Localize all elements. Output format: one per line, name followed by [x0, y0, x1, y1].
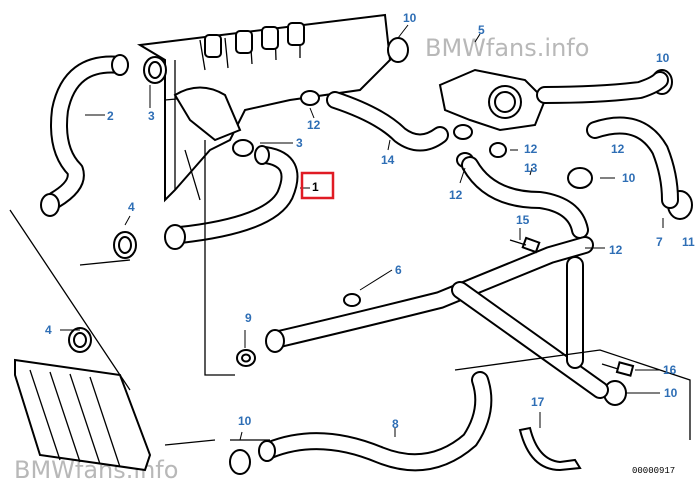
clamp-10-bottom — [229, 449, 251, 475]
radiator — [14, 358, 152, 472]
bolt-15 — [509, 236, 541, 254]
hose-7 — [586, 116, 679, 209]
hose-1 — [164, 145, 299, 250]
callout-8[interactable]: 8 — [392, 417, 399, 431]
callout-10-far-right[interactable]: 10 — [656, 51, 670, 65]
washer-9 — [236, 349, 256, 367]
callout-17[interactable]: 17 — [531, 395, 545, 409]
throttle-body-5 — [438, 68, 547, 132]
hose-13 — [461, 156, 589, 239]
pipe-6 — [265, 236, 609, 399]
group-boundaries — [9, 140, 691, 446]
highlight-box — [300, 171, 335, 200]
callout-7[interactable]: 7 — [656, 235, 663, 249]
callout-1[interactable]: 1 — [312, 180, 319, 194]
clamp-10-top — [387, 37, 409, 63]
clamp-10-right-upper — [567, 167, 593, 189]
bolt-16 — [601, 361, 635, 377]
bracket-17 — [518, 426, 582, 472]
callout-12-b[interactable]: 12 — [524, 142, 538, 156]
callout-10-right-upper[interactable]: 10 — [622, 171, 636, 185]
callout-15[interactable]: 15 — [516, 213, 530, 227]
hose-8 — [258, 371, 493, 472]
leader-lines — [60, 24, 664, 441]
callout-3-lower[interactable]: 3 — [296, 136, 303, 150]
hose-2 — [40, 54, 129, 217]
callout-10-top[interactable]: 10 — [403, 11, 417, 25]
clamp-3-upper — [143, 56, 167, 84]
clamp-12-set — [300, 90, 585, 256]
callout-10-bottom[interactable]: 10 — [238, 414, 252, 428]
callout-5[interactable]: 5 — [478, 23, 485, 37]
clamp-4-lower — [68, 327, 92, 353]
callout-13[interactable]: 13 — [524, 161, 538, 175]
callout-4-upper[interactable]: 4 — [128, 200, 135, 214]
callout-10-right-lower[interactable]: 10 — [664, 386, 678, 400]
callout-labels: 1 2 3 3 4 4 5 6 7 8 9 10 10 10 10 10 11 … — [45, 11, 695, 431]
clamp-3-lower — [232, 139, 254, 157]
callout-9[interactable]: 9 — [245, 311, 252, 325]
engine-block — [136, 13, 392, 203]
watermark-top: BMWfans.info — [425, 34, 589, 62]
hose-14 — [326, 91, 449, 152]
diagram-number: 00000917 — [632, 466, 675, 476]
callout-12-c[interactable]: 12 — [449, 188, 463, 202]
callout-2[interactable]: 2 — [107, 109, 114, 123]
callout-6[interactable]: 6 — [395, 263, 402, 277]
callout-14[interactable]: 14 — [381, 153, 395, 167]
clamp-4-upper — [113, 231, 137, 259]
callout-11[interactable]: 11 — [682, 235, 695, 249]
callout-12-e[interactable]: 12 — [611, 142, 625, 156]
hose-top-right — [536, 71, 669, 104]
callout-12-d[interactable]: 12 — [609, 243, 623, 257]
callout-12-a[interactable]: 12 — [307, 118, 321, 132]
callout-4-lower[interactable]: 4 — [45, 323, 52, 337]
callout-16[interactable]: 16 — [663, 363, 677, 377]
callout-3-upper[interactable]: 3 — [148, 109, 155, 123]
